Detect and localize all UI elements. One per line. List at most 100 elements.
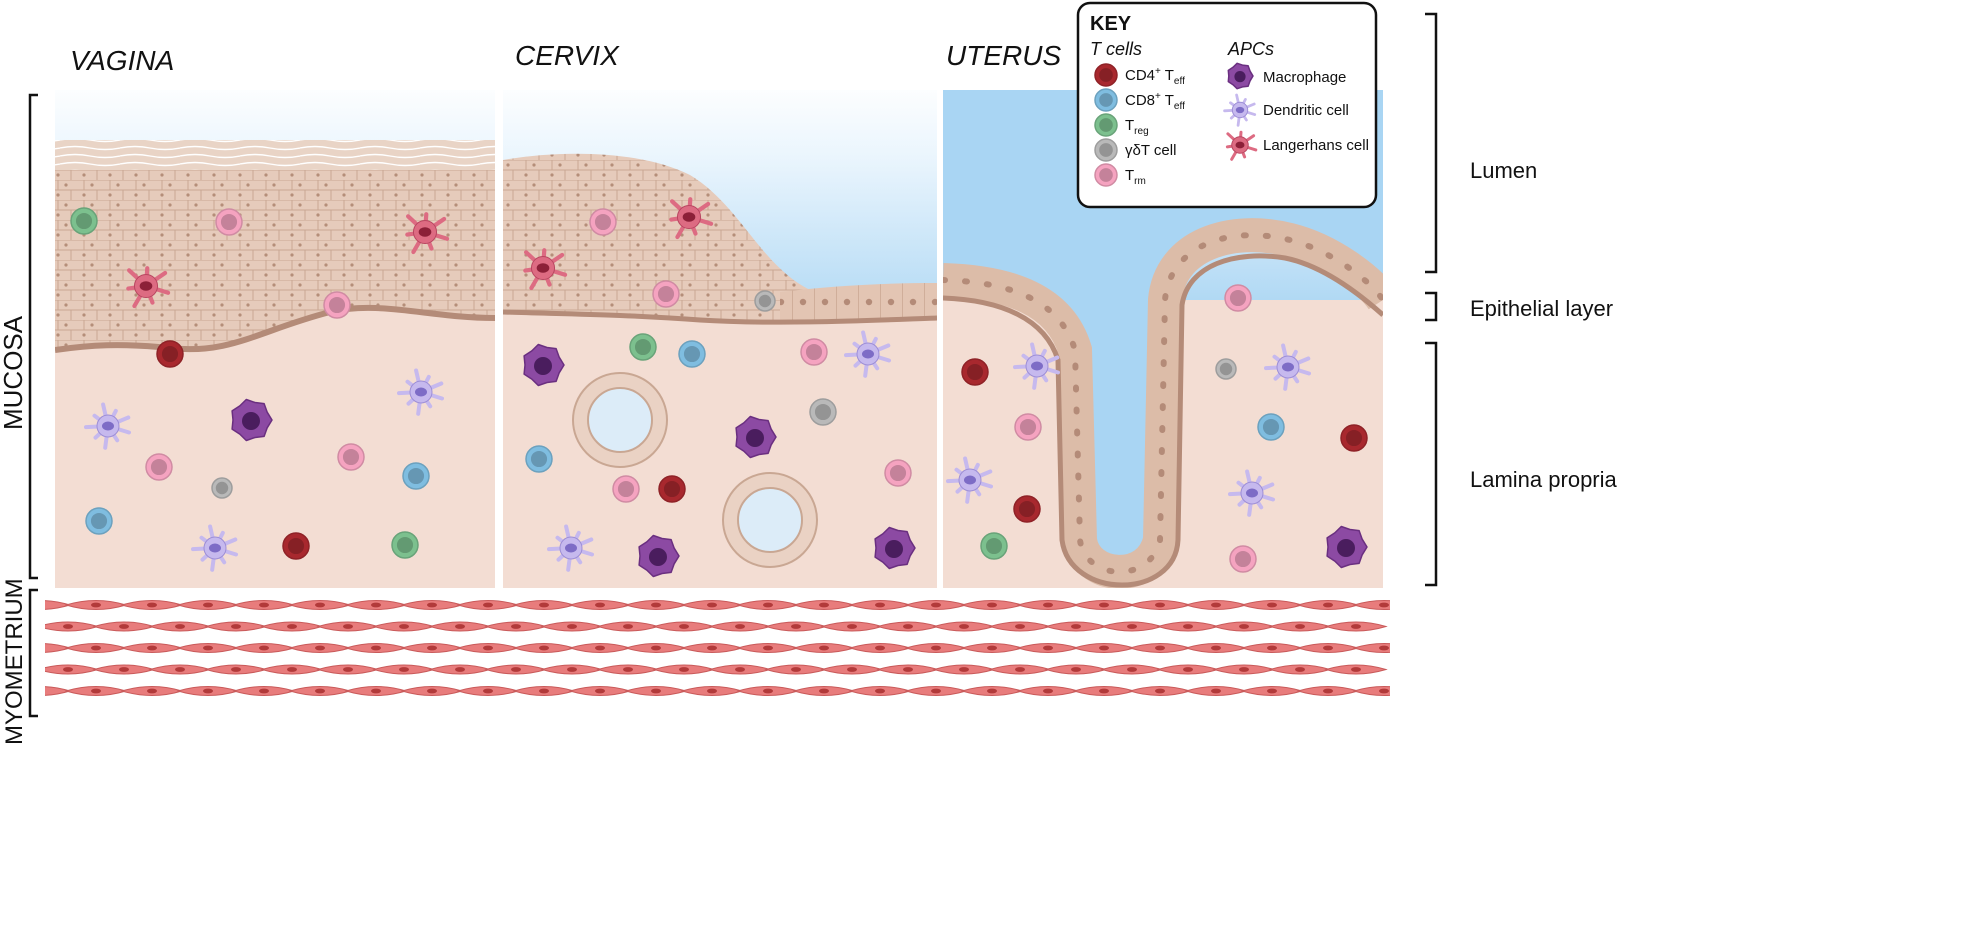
cd4-effector-t-cell: [1013, 495, 1041, 523]
dendritic-cell-icon: [1223, 93, 1257, 127]
epithelial-layer-label: Epithelial layer: [1470, 296, 1613, 321]
smooth-muscle-cell: [932, 621, 996, 632]
dendritic-cell: [397, 368, 444, 416]
smooth-muscle-cell: [1268, 664, 1332, 675]
smooth-muscle-cell: [540, 664, 604, 675]
dendritic-cell: [1013, 342, 1060, 390]
mucosa-label: MUCOSA: [0, 315, 28, 430]
mucosa-bracket: [28, 93, 38, 580]
key-tcell-item: CD8+ Teff: [1094, 88, 1185, 112]
cd4-effector-t-cell: [1340, 424, 1368, 452]
langerhans-cell: [523, 248, 568, 291]
lumen-label: Lumen: [1470, 158, 1537, 183]
key-tcell-label: γδT cell: [1125, 142, 1176, 159]
key-tcell-item: γδT cell: [1094, 138, 1176, 162]
smooth-muscle-cell: [316, 621, 380, 632]
gamma-delta-t-cell: [809, 398, 837, 426]
trm-cell: [1229, 545, 1257, 573]
trm-cell: [1224, 284, 1252, 312]
cervix-panel: [503, 90, 937, 588]
lamina-propria-bracket: [1425, 341, 1438, 587]
smooth-muscle-cells: [45, 600, 1390, 696]
trm-cell: [1014, 413, 1042, 441]
cervical-gland-1: [572, 372, 668, 468]
cd4-effector-t-cell: [961, 358, 989, 386]
smooth-muscle-cell: [1240, 643, 1304, 653]
trm-cell: [884, 459, 912, 487]
key-tcells-heading: T cells: [1090, 39, 1142, 59]
smooth-muscle-cell: [64, 686, 128, 696]
langerhans-cell: [405, 212, 450, 255]
treg-cell: [629, 333, 657, 361]
trm-cell: [323, 291, 351, 319]
smooth-muscle-cell: [1324, 664, 1388, 675]
key-tcell-label: CD8+ Teff: [1125, 91, 1185, 112]
cervical-gland-2: [722, 472, 818, 568]
trm-cell: [337, 443, 365, 471]
key-tcell-swatch-icon: [1094, 138, 1118, 162]
smooth-muscle-cell: [1352, 686, 1390, 696]
uterus-basement-membrane: [943, 253, 1383, 588]
cd8-effector-t-cell: [402, 462, 430, 490]
epithelial-bracket: [1425, 291, 1438, 322]
macrophage-icon: [1227, 62, 1254, 90]
macrophage: [1326, 525, 1368, 569]
smooth-muscle-cell: [764, 621, 828, 632]
key-tcell-label: Trm: [1125, 167, 1146, 187]
key-tcell-item: Treg: [1094, 113, 1149, 137]
langerhans-cell-icon: [1225, 130, 1258, 161]
smooth-muscle-cell: [45, 621, 100, 632]
smooth-muscle-cell: [1268, 621, 1332, 632]
key-apc-dendritic: Dendritic cell: [1223, 93, 1349, 127]
langerhans-cell: [669, 197, 714, 240]
dendritic-cell: [1228, 469, 1275, 517]
dendritic-cell: [547, 524, 594, 572]
smooth-muscle-cell: [1324, 621, 1388, 632]
key-apc-label: Macrophage: [1263, 69, 1346, 86]
lumen-bracket: [1425, 12, 1438, 274]
smooth-muscle-cell: [260, 664, 324, 675]
smooth-muscle-cell: [1352, 643, 1390, 653]
treg-cell: [980, 532, 1008, 560]
key-tcell-item: CD4+ Teff: [1094, 63, 1185, 87]
key-apc-langerhans: Langerhans cell: [1225, 130, 1369, 161]
macrophage: [231, 398, 273, 442]
key-tcell-label: CD4+ Teff: [1125, 66, 1185, 87]
cervix-columnar-epithelium: [780, 283, 937, 321]
macrophage: [638, 534, 680, 578]
smooth-muscle-cell: [344, 600, 408, 610]
key-apc-label: Dendritic cell: [1263, 102, 1349, 119]
dendritic-shape: [1223, 93, 1257, 127]
immune-cells: [70, 197, 1368, 578]
trm-cell: [215, 208, 243, 236]
langerhans-cell: [126, 266, 171, 309]
key-tcell-item: Trm: [1094, 163, 1146, 187]
panel-divider-1: [495, 80, 503, 590]
dendritic-cell: [1264, 343, 1311, 391]
dendritic-cell: [84, 402, 131, 450]
smooth-muscle-cell: [1184, 686, 1248, 696]
cd8-effector-t-cell: [1257, 413, 1285, 441]
smooth-muscle-cell: [1352, 600, 1390, 610]
region-title-cervix: CERVIX: [515, 40, 620, 71]
trm-cell: [589, 208, 617, 236]
smooth-muscle-cell: [176, 643, 240, 653]
smooth-muscle-cell: [792, 600, 856, 610]
myometrium-bracket: [28, 588, 38, 718]
vagina-basement-membrane: [55, 304, 495, 353]
macrophage-shape: [1227, 62, 1254, 90]
trm-cell: [612, 475, 640, 503]
region-title-uterus: UTERUS: [946, 40, 1061, 71]
smooth-muscle-cell: [1016, 686, 1080, 696]
cd8-effector-t-cell: [85, 507, 113, 535]
macrophage: [874, 526, 916, 570]
smooth-muscle-cell: [428, 621, 492, 632]
treg-cell: [391, 531, 419, 559]
key-tcell-swatch-icon: [1094, 63, 1118, 87]
cd8-effector-t-cell: [525, 445, 553, 473]
gamma-delta-t-cell: [754, 290, 776, 312]
smooth-muscle-cell: [1100, 621, 1164, 632]
myometrium-smooth-muscle: [45, 595, 1390, 710]
